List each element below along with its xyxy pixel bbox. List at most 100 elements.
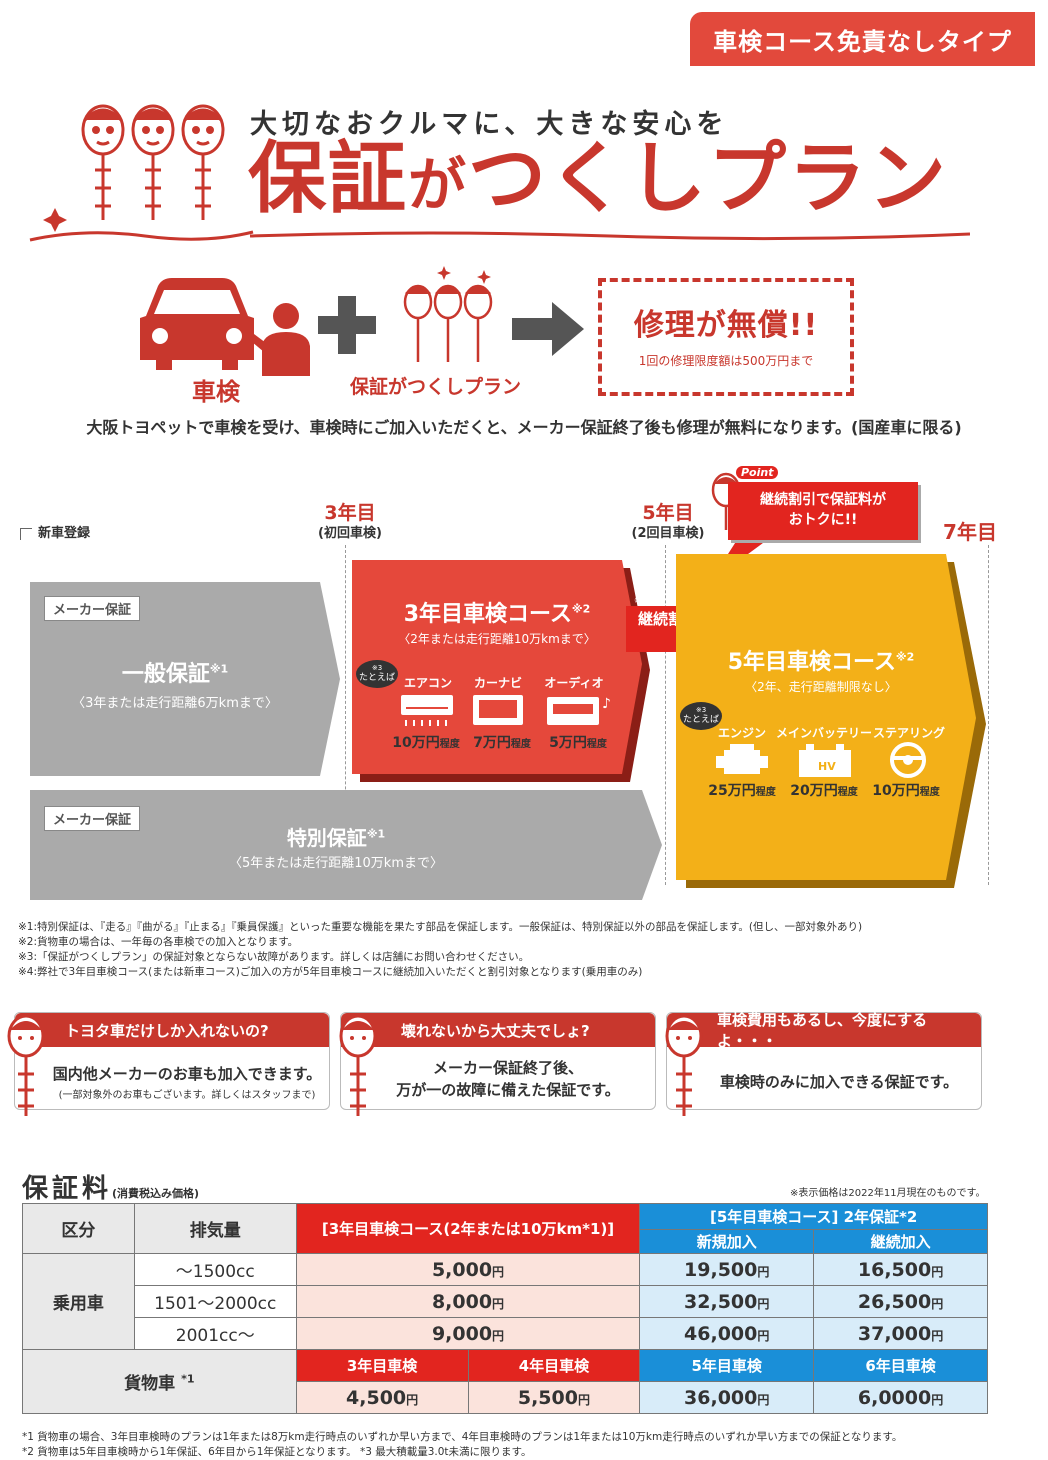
price-value: 5,500 (517, 1386, 578, 1409)
table-row: 乗用車 〜1500cc 5,000円 19,500円 16,500円 (22, 1253, 988, 1350)
yen-unit: 円 (931, 1392, 944, 1407)
repair-free-title: 修理が無償!! (633, 308, 819, 343)
td-price-c3: 8,000円 (295, 1285, 641, 1318)
course5-mark: ※2 (895, 650, 915, 664)
th-cont: 継続加入 (813, 1229, 988, 1254)
title-underline-icon (250, 231, 970, 241)
price-value: 10万円 (392, 735, 440, 751)
faq-answer-text: 国内他メーカーのお車も加入できます。 (52, 1065, 322, 1083)
special-warranty-sub: 〈5年または走行距離10万kmまで〉 (228, 856, 443, 871)
yen-unit: 円 (577, 1392, 590, 1407)
steering-icon (890, 742, 926, 778)
yen-unit: 円 (492, 1328, 505, 1343)
audio-icon: ♪ (547, 696, 611, 725)
th-cargo-y6: 6年目車検 (813, 1349, 988, 1382)
main-title: 保証がつくしプラン (248, 140, 948, 218)
footnotes: *1 貨物車の場合、3年目車検時のプランは1年または8万km走行時点のいずれか早… (22, 1430, 902, 1460)
yen-unit: 円 (931, 1264, 944, 1279)
faq-answer-sub: (一部対象外のお車もございます。詳しくはスタッフまで) (58, 1090, 316, 1101)
price-value: 4,500 (346, 1386, 407, 1409)
td-price-cont: 26,500円 (813, 1285, 988, 1318)
yen-unit: 円 (931, 1328, 944, 1343)
td-cargo-y6: 6,0000円 (813, 1381, 988, 1414)
tsukushi-mascot-icon (29, 104, 254, 242)
engine-icon (716, 744, 768, 774)
th-course5: [5年目車検コース] 2年保証*2 (639, 1203, 988, 1230)
price-date-note: ※表示価格は2022年11月現在のものです。 (790, 1188, 986, 1199)
tatoeba-text-5: たとえば (682, 715, 719, 725)
price-value: 25万円 (708, 783, 756, 799)
course5-price-steering: 10万円程度 (864, 780, 948, 800)
th-cc: 排気量 (133, 1203, 297, 1254)
note-2: ※2:貨物車の場合は、一年毎の各車検での加入となります。 (18, 936, 299, 948)
price-value: 36,000 (684, 1386, 758, 1409)
point-text-2: おトクに!! (788, 512, 858, 528)
price-value: 9,000 (431, 1322, 493, 1345)
price-value: 26,500 (857, 1290, 932, 1313)
repair-limit-text: 1回の修理限度額は500万円まで (638, 354, 814, 368)
faq-answer-2: メーカー保証終了後、 万が一の故障に備えた保証です。 (341, 1051, 655, 1101)
aircon-icon (401, 695, 453, 726)
car-icon (140, 278, 254, 370)
price-value: 5,000 (431, 1258, 493, 1281)
tatoeba-bubble-5: ※3 たとえば (680, 702, 722, 730)
plus-icon (318, 296, 376, 354)
footnote-2: *2 貨物車は5年目車検時から1年保証、6年目から1年保証となります。 *3 最… (22, 1446, 532, 1458)
timeline-divider-3 (345, 545, 346, 885)
cargo-mark: *1 (181, 1372, 195, 1386)
tatoeba-mark-5: ※3 (695, 706, 707, 714)
general-warranty-text: 一般保証 (121, 662, 210, 687)
faq-answer-1: 国内他メーカーのお車も加入できます。 (一部対象外のお車もございます。詳しくはス… (15, 1051, 329, 1107)
mechanic-icon (252, 303, 310, 376)
title-part-c: つくしプラン (468, 134, 949, 224)
td-cc: 1501〜2000cc (133, 1285, 297, 1318)
course5-sub: 〈2年、走行距離制限なし〉 (745, 680, 897, 694)
price-value: 6,0000 (857, 1386, 932, 1409)
price-value: 20万円 (790, 783, 838, 799)
price-suffix: 程度 (510, 739, 531, 750)
faq-mascot-icon-2 (339, 1014, 377, 1116)
yen-unit: 円 (757, 1264, 770, 1279)
faq-mascot-icon-1 (7, 1014, 45, 1116)
svg-text:♪: ♪ (602, 696, 611, 712)
timeline-divider-7 (988, 545, 989, 885)
td-cargo-y5: 36,000円 (639, 1381, 815, 1414)
course5-item-engine: エンジン (702, 724, 782, 741)
timeline-year5-sub: (2回目車検) (631, 526, 705, 541)
battery-icon: HV (799, 744, 851, 777)
price-suffix: 程度 (755, 787, 776, 798)
special-warranty-text: 特別保証 (286, 826, 367, 850)
td-cc: 2001cc〜 (133, 1317, 297, 1350)
tatoeba-text-3: たとえば (358, 673, 395, 683)
td-price-new: 32,500円 (639, 1285, 815, 1318)
price-title-sub: (消費税込み価格) (112, 1187, 200, 1200)
td-price-cont: 37,000円 (813, 1317, 988, 1350)
repair-free-box: 修理が無償!! 1回の修理限度額は500万円まで (598, 278, 854, 396)
table-row: 2001cc〜 9,000円 46,000円 37,000円 (23, 1317, 988, 1350)
td-passenger: 乗用車 (22, 1253, 135, 1350)
timeline-divider-5 (665, 545, 666, 885)
general-warranty-block-shape (30, 582, 340, 776)
price-suffix: 程度 (586, 739, 607, 750)
course3-price-navi: 7万円程度 (462, 732, 542, 752)
th-cargo-y3: 3年目車検 (295, 1349, 469, 1382)
notes: ※1:特別保証は、『走る』『曲がる』『止まる』『乗員保護』といった重要な機能を果… (18, 920, 862, 980)
general-warranty-title: 一般保証※1 (30, 656, 320, 688)
point-label: Point (736, 466, 779, 479)
price-section-title: 保証料(消費税込み価格) (22, 1168, 199, 1205)
flow-plan-label: 保証がつくしプラン (350, 376, 522, 398)
tatoeba-mark-3: ※3 (371, 664, 383, 672)
yen-unit: 円 (757, 1328, 770, 1343)
course3-sub: 〈2年または走行距離10万kmまで〉 (398, 632, 596, 646)
course3-item-audio: オーディオ (534, 674, 614, 691)
maker-warranty-tag-1: メーカー保証 (44, 596, 141, 621)
th-course3: [3年目車検コース(2年または10万km*1)] (295, 1203, 641, 1254)
course5-item-name: ステアリング (872, 726, 945, 740)
title-part-a: 保証 (248, 134, 409, 224)
faq-question-2: 壊れないから大丈夫でしょ? (341, 1013, 655, 1047)
tagline: 大切なおクルマに、大きな安心を (250, 109, 729, 140)
faq-box-1: トヨタ車だけしか入れないの? 国内他メーカーのお車も加入できます。 (一部対象外… (14, 1012, 330, 1110)
course5-item-battery: メインバッテリー (774, 724, 874, 741)
course3-item-aircon: エアコン (388, 674, 468, 691)
price-suffix: 程度 (837, 787, 858, 798)
